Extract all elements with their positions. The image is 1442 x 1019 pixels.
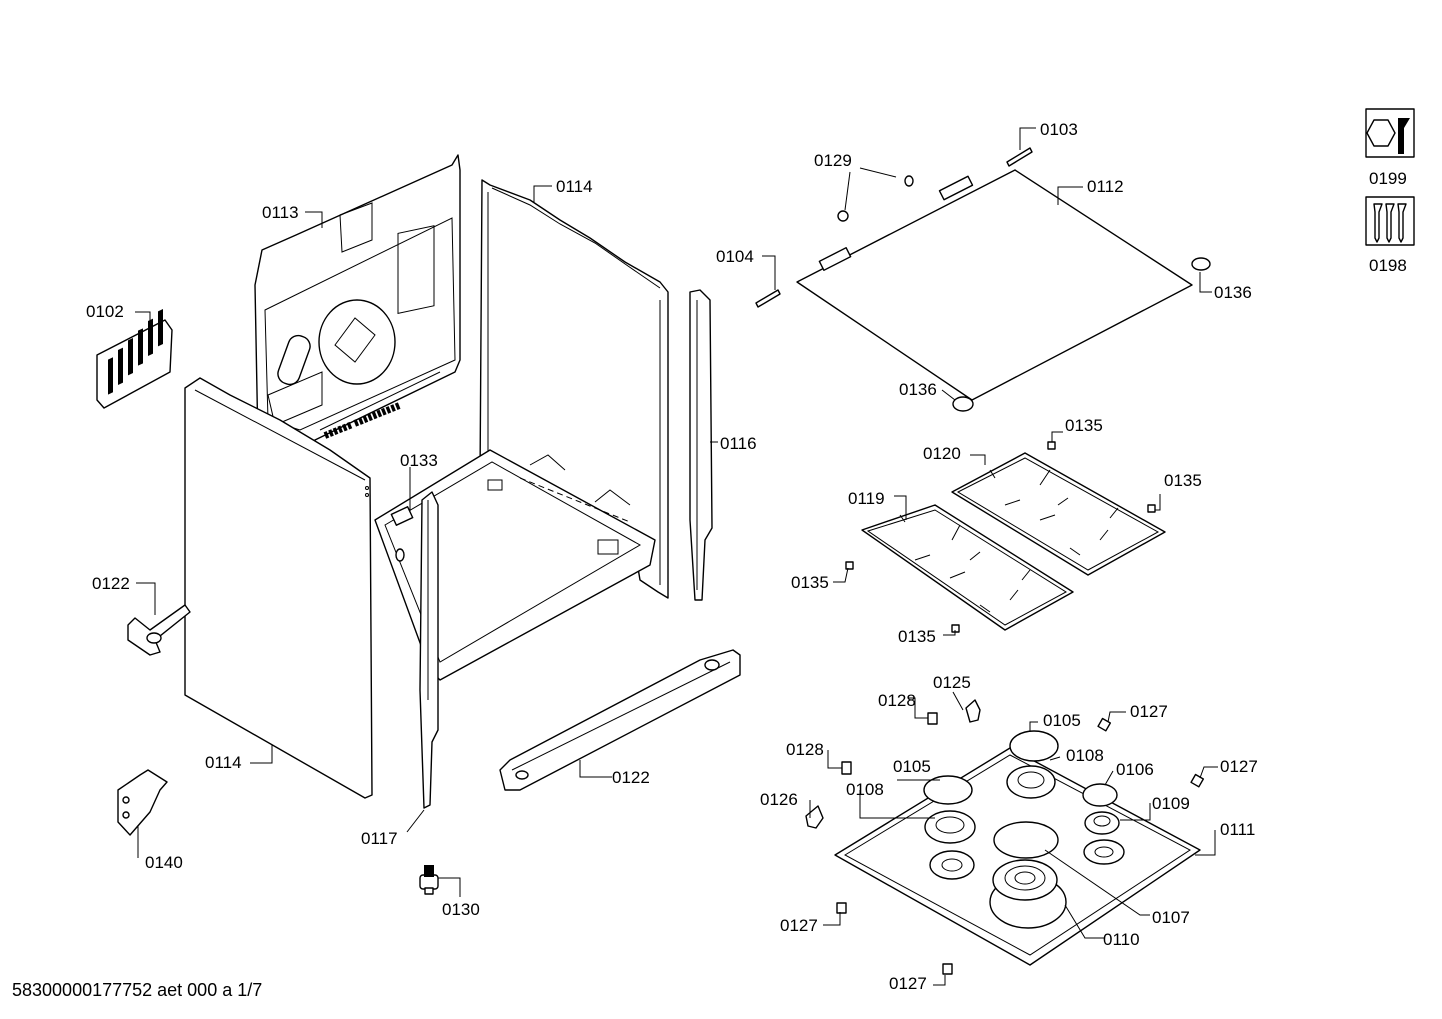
clip-0126 — [805, 805, 824, 829]
wrench-nut-icon — [1365, 108, 1415, 158]
label-0108-left: 0108 — [846, 780, 884, 799]
label-0135-b: 0135 — [1164, 471, 1202, 490]
label-0103: 0103 — [1040, 120, 1078, 139]
label-0198: 0198 — [1369, 256, 1407, 275]
label-0133: 0133 — [400, 451, 438, 470]
bracket-0122-left — [127, 604, 191, 656]
burner-0108-left — [924, 810, 976, 844]
cap-0129-b — [837, 210, 849, 222]
label-0135-a: 0135 — [1065, 416, 1103, 435]
label-0114-bottom: 0114 — [205, 753, 242, 772]
label-0106: 0106 — [1116, 760, 1154, 779]
clip-0133 — [390, 506, 414, 562]
clip-0128-a — [927, 712, 938, 725]
nut-0135-a — [1047, 441, 1056, 450]
label-0199: 0199 — [1369, 169, 1407, 188]
clip-0127-c — [836, 902, 847, 914]
pan-support-0120 — [951, 452, 1166, 576]
label-0126: 0126 — [760, 790, 798, 809]
label-0117: 0117 — [361, 829, 398, 848]
label-0102: 0102 — [86, 302, 124, 321]
bracket-0122-right — [499, 649, 741, 791]
label-0130: 0130 — [442, 900, 480, 919]
clip-0127-d — [942, 963, 953, 975]
label-0136-right: 0136 — [1214, 283, 1252, 302]
front-strip-0117 — [419, 491, 439, 809]
burner-0109 — [1084, 811, 1120, 835]
buffer-0136-bottom — [952, 396, 974, 412]
clip-0128-b — [841, 761, 852, 775]
clip-0127-a — [1097, 717, 1112, 732]
burner-cap-0105-left — [923, 775, 973, 805]
cap-0129-a — [904, 175, 914, 187]
burner-cap-0107 — [993, 821, 1059, 859]
label-0122-left: 0122 — [92, 574, 130, 593]
label-0136-left: 0136 — [899, 380, 937, 399]
buffer-0136-top — [1191, 257, 1211, 271]
burner-cap-0106 — [1082, 783, 1118, 807]
document-id: 58300000177752 aet 000 a 1/7 — [12, 980, 263, 1000]
screw-0103 — [1006, 147, 1033, 167]
label-0125: 0125 — [933, 673, 971, 692]
label-0111: 0111 — [1220, 820, 1255, 839]
burner-0108-right — [1006, 765, 1056, 799]
screw-0104 — [755, 289, 781, 308]
label-0129: 0129 — [814, 151, 852, 170]
screws-icon — [1365, 196, 1415, 246]
label-0108-right: 0108 — [1066, 746, 1104, 765]
nut-0135-b — [1147, 504, 1156, 513]
label-0127-d: 0127 — [889, 974, 927, 993]
label-0105-right: 0105 — [1043, 711, 1081, 730]
clip-0127-b — [1190, 773, 1205, 788]
label-0128-top: 0128 — [878, 691, 916, 710]
label-0128-left: 0128 — [786, 740, 824, 759]
label-0127-b: 0127 — [1220, 757, 1258, 776]
burner-cap-0105-right — [1009, 730, 1059, 762]
clip-0125 — [965, 699, 981, 723]
label-0120: 0120 — [923, 444, 961, 463]
label-0116: 0116 — [720, 434, 757, 453]
side-panel-0114-front — [184, 377, 373, 799]
leader-lines — [135, 127, 1218, 986]
bracket-0140 — [117, 769, 168, 836]
label-0112: 0112 — [1087, 177, 1124, 196]
label-0127-a: 0127 — [1130, 702, 1168, 721]
vent-grille-0102 — [96, 308, 173, 409]
label-0104: 0104 — [716, 247, 754, 266]
back-panel-0113: ▮▮▮▮▮▮ ▮▮▮▮▮▮▮▮▮▮ — [254, 154, 461, 451]
label-0110: 0110 — [1103, 930, 1140, 949]
label-0105-left: 0105 — [893, 757, 931, 776]
label-0135-c: 0135 — [791, 573, 829, 592]
side-strip-0116 — [689, 289, 713, 601]
glass-cover-0112 — [796, 169, 1193, 401]
label-0119: 0119 — [848, 489, 885, 508]
label-0140: 0140 — [145, 853, 183, 872]
label-0109: 0109 — [1152, 794, 1190, 813]
label-0135-d: 0135 — [898, 627, 936, 646]
label-0113: 0113 — [262, 203, 299, 222]
label-0107: 0107 — [1152, 908, 1190, 927]
nut-0135-c — [845, 561, 854, 570]
label-0122-right: 0122 — [612, 768, 650, 787]
label-0127-c: 0127 — [780, 916, 818, 935]
part-labels: 0102 0113 0114 0116 0133 0122 0114 0122 … — [86, 120, 1407, 993]
pan-support-0119 — [861, 504, 1074, 631]
burner-0110-large — [989, 859, 1067, 929]
label-0114-top: 0114 — [556, 177, 593, 196]
foot-0130 — [419, 865, 439, 895]
